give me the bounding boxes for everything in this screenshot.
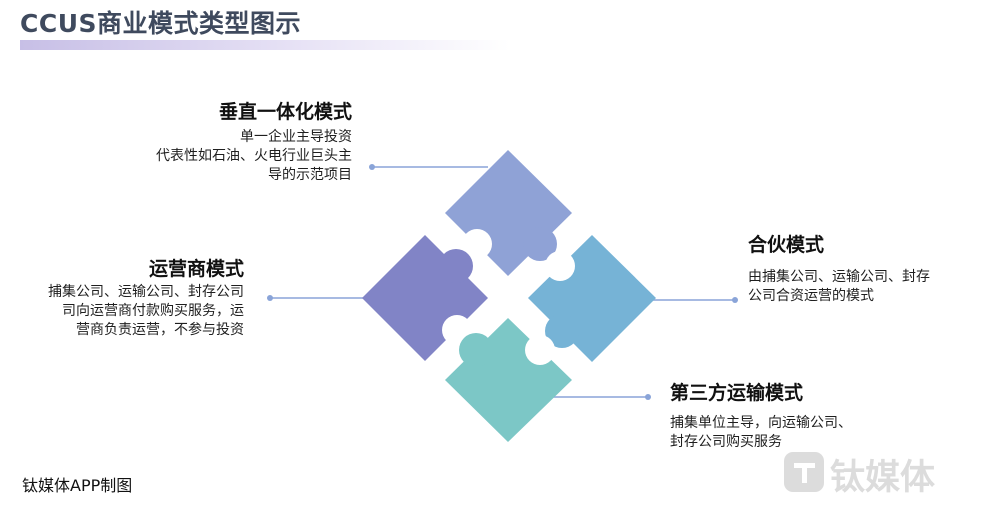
mode-operator-description: 捕集公司、运输公司、封存公司 司向运营商付款购买服务，运 营商负责运营，不参与投…: [48, 283, 244, 340]
connector-operator-dot: [267, 295, 273, 301]
connector-third-party-dot: [645, 394, 651, 400]
mode-third-party-line: 封存公司购买服务: [670, 434, 782, 450]
puzzle-piece-third-party: [445, 318, 572, 442]
mode-vertical-heading: 垂直一体化模式: [218, 101, 352, 123]
mode-vertical-description: 单一企业主导投资 代表性如石油、火电行业巨头主 导的示范项目: [156, 128, 352, 185]
mode-partnership-line: 由捕集公司、运输公司、封存: [748, 269, 930, 285]
puzzle-piece-partnership: [528, 235, 656, 362]
mode-operator-line: 司向运营商付款购买服务，运: [62, 303, 244, 319]
puzzle-piece-operator: [362, 235, 488, 361]
mode-operator-line: 营商负责运营，不参与投资: [76, 322, 244, 338]
mode-partnership-line: 公司合资运营的模式: [748, 288, 874, 304]
puzzle-piece-vertical: [445, 150, 572, 276]
page-title: CCUS商业模式类型图示: [20, 9, 302, 38]
mode-partnership-heading: 合伙模式: [748, 234, 825, 256]
logo-icon: [784, 452, 824, 492]
connector-partnership-dot: [732, 297, 738, 303]
source-caption: 钛媒体APP制图: [22, 476, 133, 495]
mode-partnership-description: 由捕集公司、运输公司、封存 公司合资运营的模式: [748, 268, 930, 306]
watermark-text: 钛媒体: [830, 458, 936, 498]
mode-operator-heading: 运营商模式: [148, 258, 244, 280]
title-underline: [20, 40, 510, 50]
watermark-logo: 钛媒体: [782, 447, 978, 498]
mode-vertical-line: 代表性如石油、火电行业巨头主: [156, 148, 352, 164]
connectors: [267, 164, 738, 400]
mode-operator-line: 捕集公司、运输公司、封存公司: [48, 284, 244, 300]
mode-third-party-line: 捕集单位主导，向运输公司、: [670, 415, 852, 431]
mode-vertical-line: 单一企业主导投资: [240, 129, 352, 145]
mode-third-party-heading: 第三方运输模式: [670, 382, 804, 404]
connector-vertical-dot: [369, 164, 375, 170]
mode-third-party-description: 捕集单位主导，向运输公司、 封存公司购买服务: [670, 414, 852, 452]
mode-vertical-line: 导的示范项目: [268, 167, 352, 183]
